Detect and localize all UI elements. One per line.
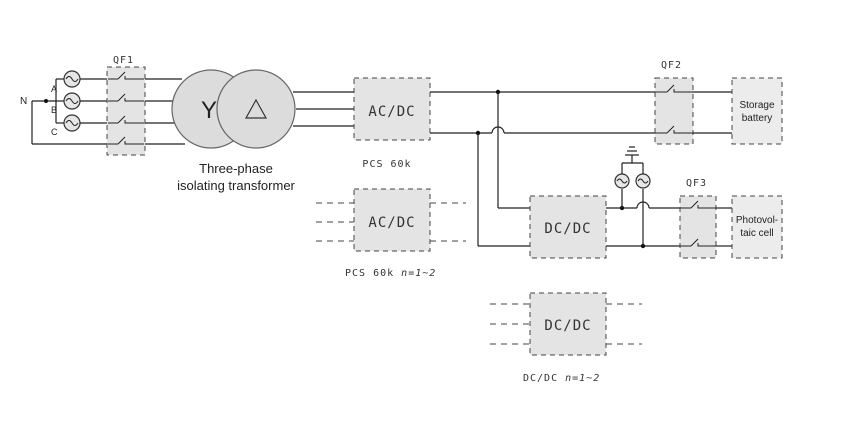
delta-icon: [244, 98, 268, 119]
ac-source-b-icon: [63, 92, 81, 110]
storage-label-line1: Storage: [739, 100, 774, 111]
wye-symbol: Y: [201, 97, 217, 124]
storage-battery[interactable]: Storage battery: [731, 77, 783, 145]
grid-source: N A B C: [20, 70, 185, 145]
neutral-junction: [44, 99, 48, 103]
breaker-qf2[interactable]: QF2: [654, 60, 694, 145]
phase-a-label: A: [51, 84, 57, 94]
dcdc-converter-main[interactable]: DC/DC: [529, 195, 607, 259]
qf2-label: QF2: [661, 60, 682, 71]
neutral-label: N: [20, 96, 27, 107]
ac-source-a-icon: [63, 70, 81, 88]
acdc-main-label: AC/DC: [368, 104, 415, 120]
acdc-extra-label: AC/DC: [368, 215, 415, 231]
acdc-converter-extra[interactable]: AC/DC: [316, 188, 466, 252]
acdc-extra-caption: PCS 60k n=1~2: [345, 268, 436, 279]
transformer-secondary-winding: [216, 69, 296, 149]
dcdc-main-label: DC/DC: [544, 221, 591, 237]
transformer-caption-line2: isolating transformer: [177, 178, 295, 193]
isolating-transformer: Y Three-phase isolating transformer: [171, 69, 296, 193]
storage-label-line2: battery: [742, 113, 773, 124]
acdc-main-caption: PCS 60k: [362, 159, 411, 170]
phase-b-label: B: [51, 105, 57, 115]
phase-c-label: C: [51, 127, 58, 137]
qf3-label: QF3: [686, 178, 707, 189]
pv-label-line1: Photovol-: [736, 215, 778, 226]
pv-label-line2: taic cell: [740, 228, 773, 239]
acdc-converter-main[interactable]: AC/DC: [353, 77, 431, 141]
dcdc-converter-extra[interactable]: DC/DC: [490, 292, 642, 356]
transformer-caption-line1: Three-phase: [199, 161, 273, 176]
surge-arrester-right-icon: [635, 173, 651, 189]
surge-arrester-left-icon: [614, 173, 630, 189]
qf1-label: QF1: [113, 55, 134, 66]
photovoltaic-cell[interactable]: Photovol- taic cell: [731, 195, 783, 259]
breaker-qf1[interactable]: QF1: [106, 55, 146, 156]
breaker-qf3[interactable]: QF3: [679, 178, 717, 259]
ac-source-c-icon: [63, 114, 81, 132]
surge-protector: [614, 146, 651, 246]
dcdc-extra-label: DC/DC: [544, 318, 591, 334]
dcdc-extra-caption: DC/DC n=1~2: [523, 373, 600, 384]
ground-icon: [625, 146, 639, 156]
